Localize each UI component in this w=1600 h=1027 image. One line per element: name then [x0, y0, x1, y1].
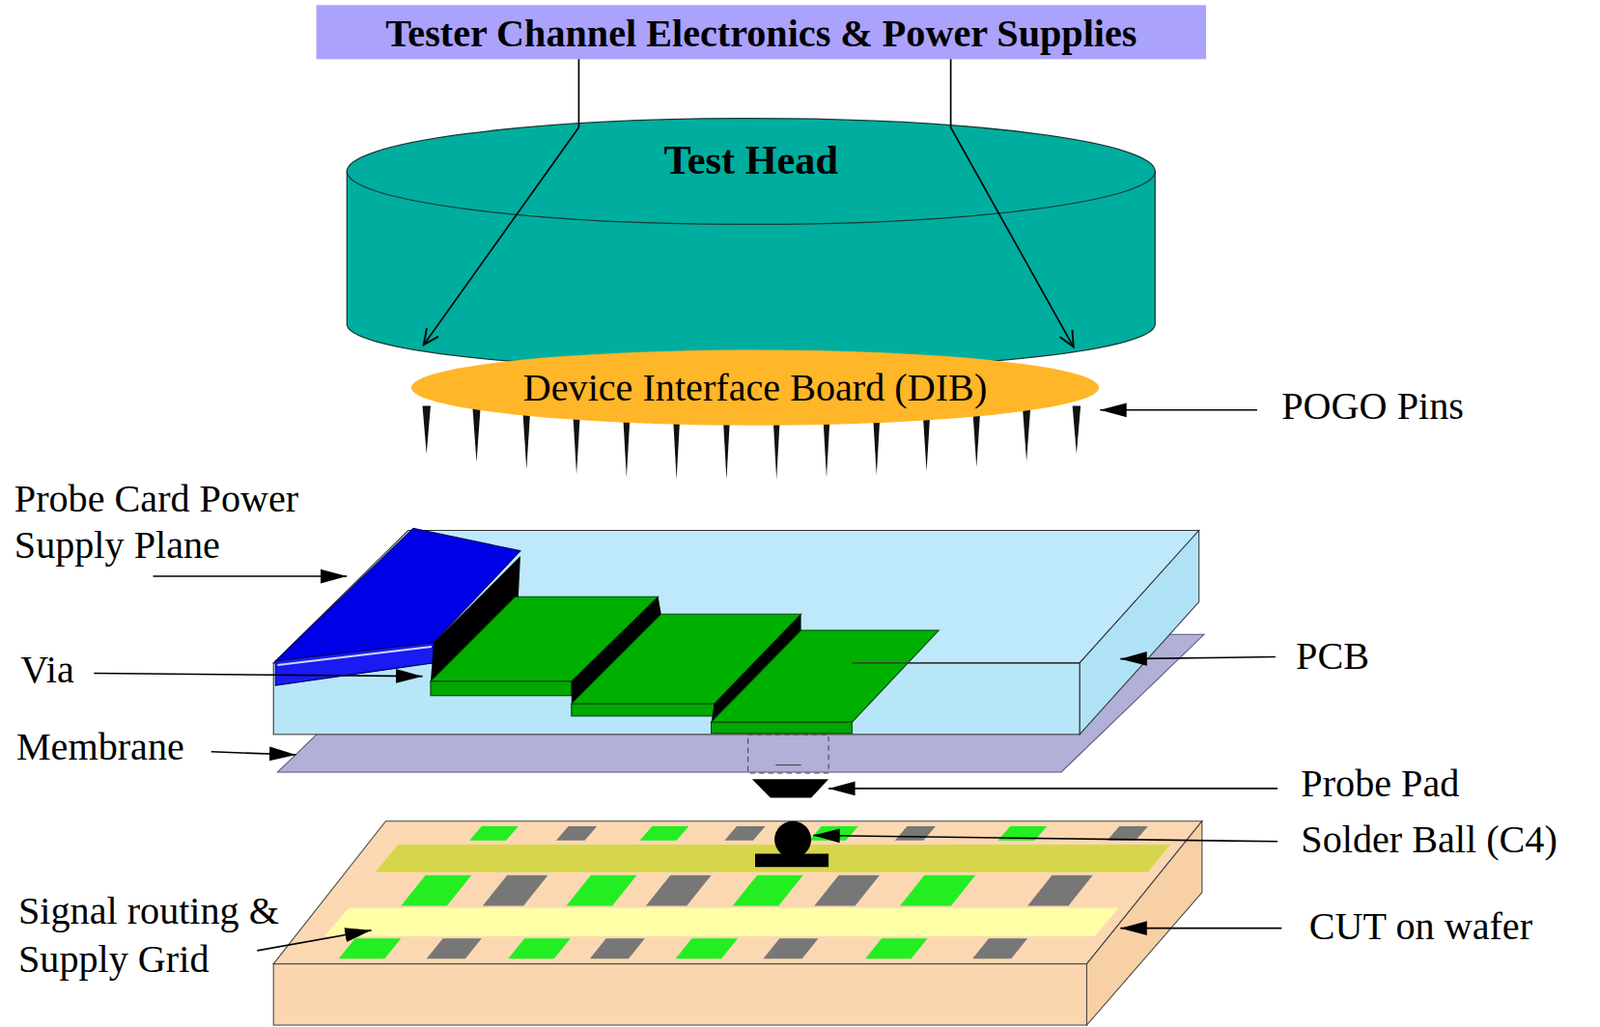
pad-chip	[556, 826, 597, 842]
plate	[711, 630, 940, 723]
plate-edge	[711, 722, 853, 734]
pogo-pin	[421, 406, 430, 455]
part-label: Probe Pad	[1300, 759, 1460, 808]
pad-chip	[895, 826, 936, 842]
plate-edge	[430, 681, 572, 697]
pad-chip	[589, 938, 646, 959]
part-label: POGO Pins	[1281, 382, 1464, 430]
part-label: PCB	[1295, 632, 1370, 680]
band-title: Tester Channel Electronics & Power Suppl…	[385, 9, 1137, 55]
part-label: Solder Ball (C4)	[1300, 815, 1557, 864]
pad-chip	[809, 826, 859, 842]
pad-chip	[426, 938, 482, 959]
supply-band	[375, 844, 1171, 873]
power-plane-front	[275, 643, 434, 686]
pad-chip	[1107, 826, 1149, 842]
pad-chip	[899, 875, 976, 907]
pad-chip	[1027, 875, 1094, 907]
pad-chip	[640, 826, 690, 842]
pad-chip	[400, 875, 472, 907]
plate-edge	[571, 703, 715, 717]
supply-band	[324, 908, 1119, 938]
cylinder-top	[346, 118, 1155, 225]
pogo-pin	[1022, 406, 1031, 462]
leader-line	[153, 575, 348, 578]
pogo-pin	[1072, 406, 1081, 455]
part-label: Via	[20, 645, 75, 694]
tester-band: Tester Channel Electronics & Power Suppl…	[316, 4, 1207, 59]
wafer-top	[273, 821, 1203, 965]
leader-line	[813, 835, 1278, 842]
dib-ellipse	[411, 349, 1099, 425]
probe-pad	[752, 779, 829, 798]
pogo-pin	[472, 406, 480, 463]
pad-chip	[732, 875, 804, 907]
wafer-front	[273, 964, 1087, 1026]
probe-pad-mark	[775, 764, 801, 766]
pad-chip	[814, 875, 880, 907]
chip-row	[400, 875, 1093, 907]
pcb-side	[1079, 531, 1200, 735]
leader-line	[211, 752, 297, 756]
pad-chip	[865, 938, 927, 959]
leader-line	[1120, 657, 1276, 660]
leader-line	[256, 930, 371, 952]
leader-line	[1099, 409, 1258, 412]
leader-line	[828, 787, 1278, 790]
pad-chip	[972, 938, 1028, 959]
pad-chip	[566, 875, 638, 907]
leader-line	[1120, 927, 1282, 930]
part-label: Membrane	[16, 723, 185, 771]
node-label: Test Head	[664, 137, 839, 185]
pad-chip	[338, 938, 401, 959]
solder-ball	[774, 821, 812, 859]
probe-pad-outline	[748, 734, 829, 774]
pad-chip	[724, 826, 765, 842]
node-label: Device Interface Board (DIB)	[523, 364, 988, 410]
pad-chip	[507, 938, 570, 959]
power-plane-edge	[277, 646, 432, 666]
pad-chip	[469, 826, 519, 842]
pad-chip	[645, 875, 712, 907]
pad-chip	[762, 938, 818, 959]
pcb-edge	[851, 662, 1080, 664]
interface-board-ellipse: Device Interface Board (DIB)	[410, 348, 1100, 426]
part-label: CUT on wafer	[1309, 902, 1533, 951]
part-label: Probe Card Power Supply Plane	[14, 477, 352, 569]
part-label: Signal routing & Supply Grid	[18, 887, 325, 983]
leader-line	[93, 673, 422, 676]
pad-chip	[675, 938, 738, 959]
test-head-cylinder: Test Head	[345, 117, 1156, 373]
pad-chip	[482, 875, 549, 907]
chip-row	[338, 938, 1028, 959]
